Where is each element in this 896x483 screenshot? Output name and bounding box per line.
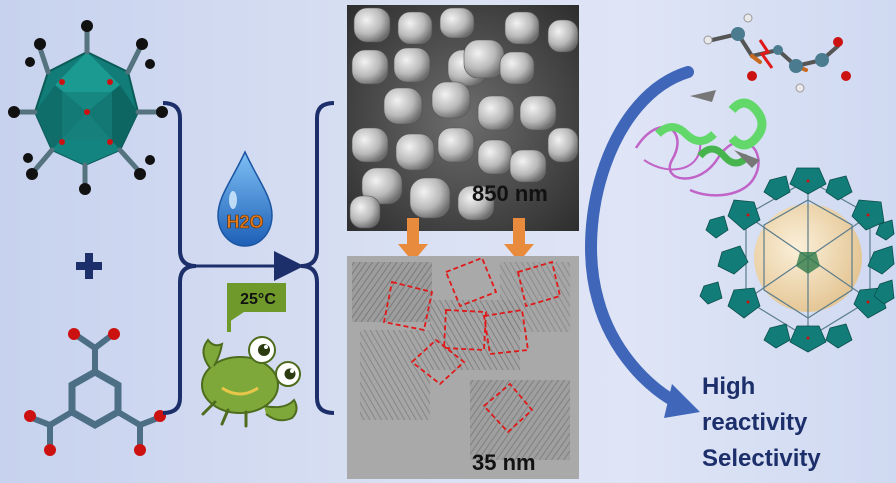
outcome-line3: Selectivity	[702, 445, 821, 472]
crab-mascot-icon	[201, 336, 301, 428]
mof-framework-icon	[699, 167, 895, 353]
linker-molecule-icon	[24, 328, 166, 456]
water-drop-icon	[217, 150, 273, 247]
temperature-flag-icon	[227, 283, 286, 332]
temperature-label: 25°C	[240, 291, 276, 308]
sem-scale-label: 850 nm	[472, 181, 548, 206]
tem-micrograph	[347, 256, 579, 479]
protein-ribbon-icon	[634, 90, 767, 197]
solvent-label: H2O	[226, 212, 263, 232]
sem-micrograph	[347, 5, 579, 231]
peptide-molecule-icon	[703, 13, 851, 93]
plus-sign	[76, 253, 102, 279]
metal-cluster-icon	[8, 20, 168, 195]
application-arrow	[585, 66, 700, 418]
transition-arrows	[398, 218, 534, 262]
right-bracket	[300, 101, 335, 415]
outcome-line1: High	[702, 373, 755, 400]
outcome-line2: reactivity	[702, 409, 808, 436]
left-bracket	[162, 101, 197, 415]
tem-scale-label: 35 nm	[472, 450, 536, 475]
